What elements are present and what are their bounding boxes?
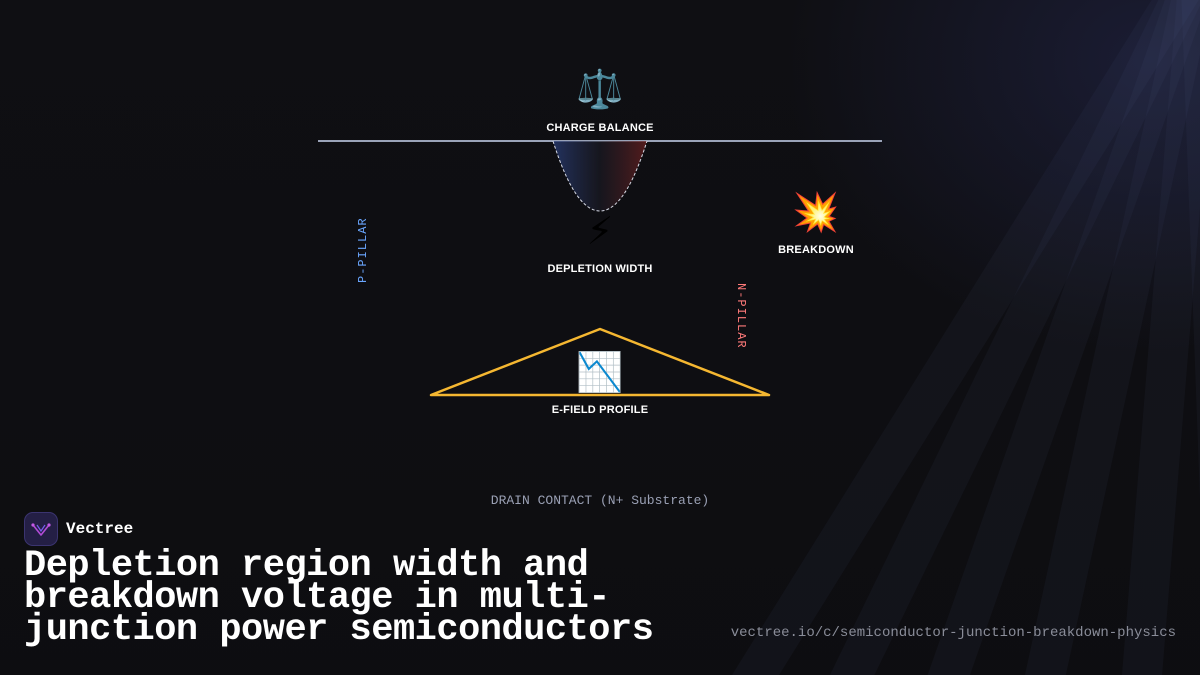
lightning-icon: ⚡: [586, 209, 614, 253]
depletion-width-label: DEPLETION WIDTH: [547, 263, 653, 275]
source-url[interactable]: vectree.io/c/semiconductor-junction-brea…: [730, 625, 1176, 641]
charge-balance-label: CHARGE BALANCE: [546, 122, 654, 134]
p-pillar-label: P-PILLAR: [356, 217, 370, 283]
depletion-boundary: [552, 140, 648, 212]
depletion-region: [553, 141, 647, 211]
n-pillar-label: N-PILLAR: [734, 283, 748, 349]
scales-icon: ⚖️: [576, 67, 624, 111]
page-title: Depletion region width and breakdown vol…: [24, 545, 654, 651]
drain-contact-label: DRAIN CONTACT (N+ Substrate): [490, 493, 710, 508]
breakdown-label: BREAKDOWN: [778, 244, 854, 256]
chart-decreasing-icon: 📉: [576, 350, 624, 394]
explosion-icon: 💥: [792, 190, 840, 234]
efield-profile-label: E-FIELD PROFILE: [551, 404, 649, 416]
brand-name: Vectree: [66, 520, 134, 538]
efield-triangle: [429, 327, 771, 397]
vectree-logo-icon: [24, 512, 58, 546]
background-rays: [731, 0, 1200, 675]
brand[interactable]: Vectree: [24, 512, 133, 546]
